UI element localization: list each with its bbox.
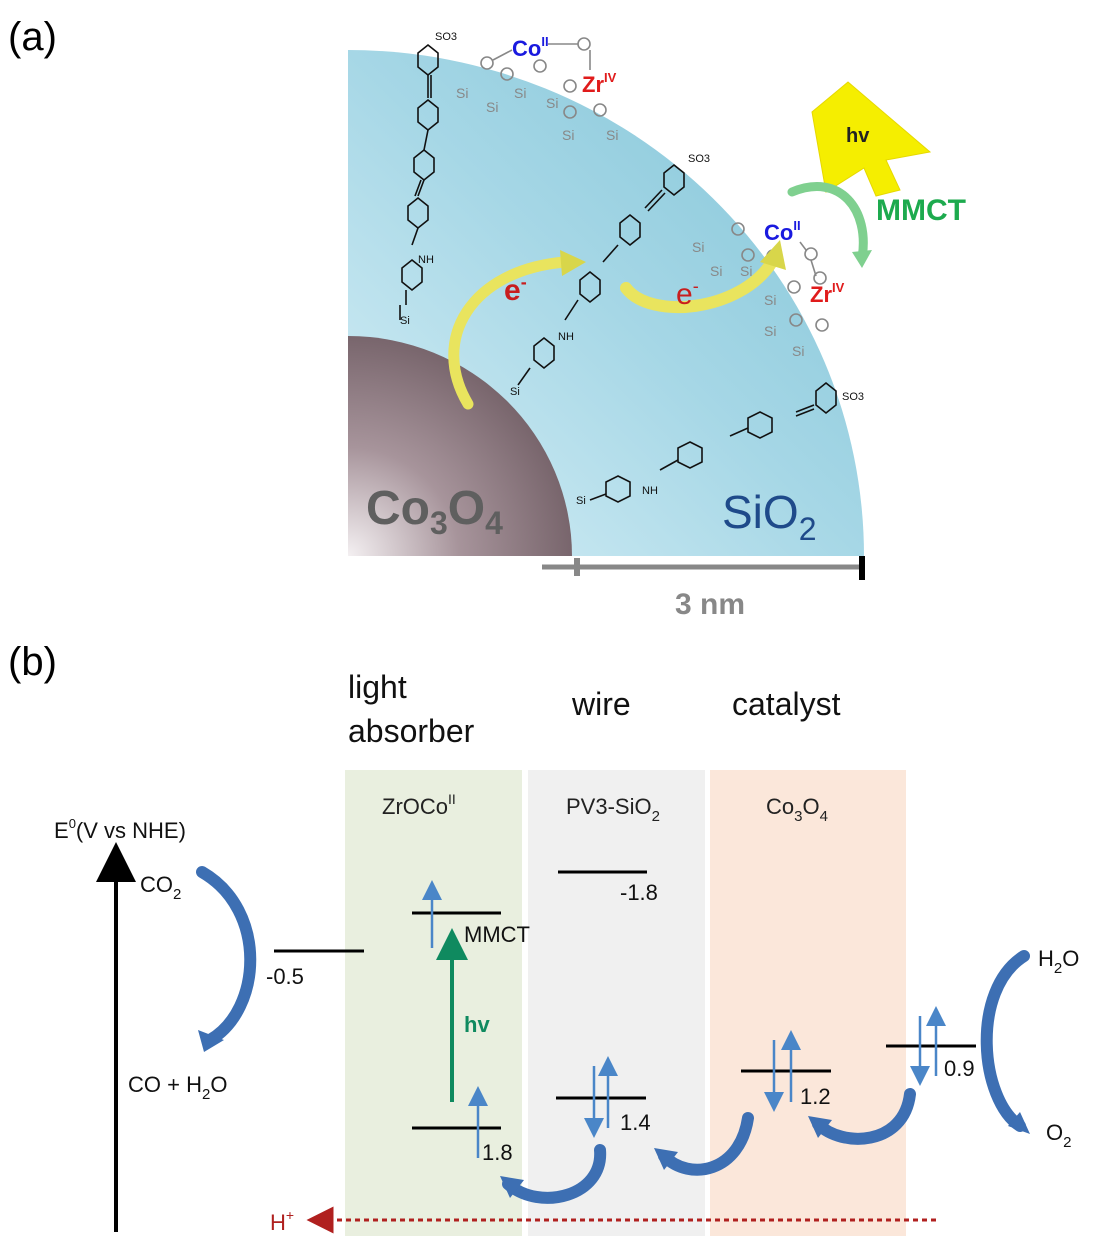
panel-b-label: (b) (8, 640, 57, 684)
column-header-light-absorber: light absorber (348, 669, 475, 749)
si-label: Si (606, 127, 618, 143)
panel-a-label: (a) (8, 15, 57, 59)
si-label: Si (764, 292, 776, 308)
amide-nh-label: NH (642, 485, 658, 497)
o2-label: O2 (1046, 1120, 1071, 1151)
electron-label: e- (504, 272, 527, 307)
co-zr-site-top: CoII ZrIV Si Si Si Si Si Si (456, 34, 618, 143)
si-label: Si (692, 239, 704, 255)
co-ion-label: CoII (512, 34, 549, 61)
electron-arrow-1: e- (448, 250, 586, 410)
amide-nh-label: NH (418, 254, 434, 266)
si-label: Si (710, 263, 722, 279)
zr-ion-label: ZrIV (810, 280, 845, 307)
h2o-label: H2O (1038, 946, 1079, 977)
electron-label: e- (676, 276, 699, 311)
si-label: Si (486, 99, 498, 115)
mmct-label-b: MMCT (464, 922, 530, 947)
light-absorber-column (345, 770, 522, 1236)
h-plus-label: H+ (270, 1207, 294, 1235)
anchor-si-label: Si (576, 495, 586, 507)
electron-transfer-arrows (500, 1088, 916, 1204)
anchor-si-label: Si (510, 386, 520, 398)
sulfonate-label: SO3 (842, 391, 864, 403)
cobalt-oxide-core (348, 336, 572, 556)
mmct-arrow: MMCT (787, 182, 966, 268)
light-arrow: hv (811, 81, 932, 197)
scale-label: 3 nm (675, 588, 745, 621)
light-absorber-box-label: ZrOCoII (382, 791, 456, 819)
molecular-wire-1 (399, 43, 439, 320)
wire-3-labels: SO3 NH Si (576, 391, 864, 507)
level-catalyst-value: 1.2 (800, 1084, 831, 1109)
catalyst-column (710, 770, 906, 1236)
scale-bar: 3 nm (542, 556, 865, 621)
co2-label: CO2 (140, 872, 181, 903)
hv-label-b: hv (464, 1012, 490, 1037)
wire-1-labels: SO3 NH Si (400, 31, 457, 327)
level-wire-top-value: -1.8 (620, 880, 658, 905)
molecular-wire-2 (517, 163, 685, 386)
si-label: Si (514, 85, 526, 101)
level-co2-reduction-value: -0.5 (266, 964, 304, 989)
si-label: Si (792, 343, 804, 359)
level-water-oxidation-value: 0.9 (944, 1056, 975, 1081)
zr-ion-label: ZrIV (582, 70, 617, 97)
molecular-wire-3 (589, 381, 837, 503)
co-zr-site-right: CoII ZrIV Si Si Si Si Si Si (692, 218, 845, 359)
column-header-wire: wire (571, 686, 631, 722)
spin-arrows (422, 880, 946, 1158)
mmct-label: MMCT (876, 194, 966, 227)
si-label: Si (456, 85, 468, 101)
sulfonate-label: SO3 (435, 31, 457, 43)
si-label: Si (740, 263, 752, 279)
si-label: Si (546, 95, 558, 111)
co-ion-label: CoII (764, 218, 801, 245)
co2-reduction-arrow (196, 866, 257, 1052)
shell-label: SiO2 (722, 486, 816, 547)
column-header-catalyst: catalyst (732, 686, 841, 722)
hv-label: hv (846, 125, 870, 147)
si-label: Si (562, 127, 574, 143)
sulfonate-label: SO3 (688, 153, 710, 165)
anchor-si-label: Si (400, 315, 410, 327)
amide-nh-label: NH (558, 331, 574, 343)
level-wire-low-value: 1.4 (620, 1110, 651, 1135)
energy-axis-label: E0(V vs NHE) (54, 816, 186, 843)
water-oxidation-arrow (980, 950, 1030, 1134)
co-h2o-label: CO + H2O (128, 1072, 227, 1103)
si-label: Si (764, 323, 776, 339)
wire-2-labels: SO3 NH Si (510, 153, 710, 398)
level-absorber-ground-value: 1.8 (482, 1140, 513, 1165)
electron-arrow-2: e- (620, 240, 786, 313)
